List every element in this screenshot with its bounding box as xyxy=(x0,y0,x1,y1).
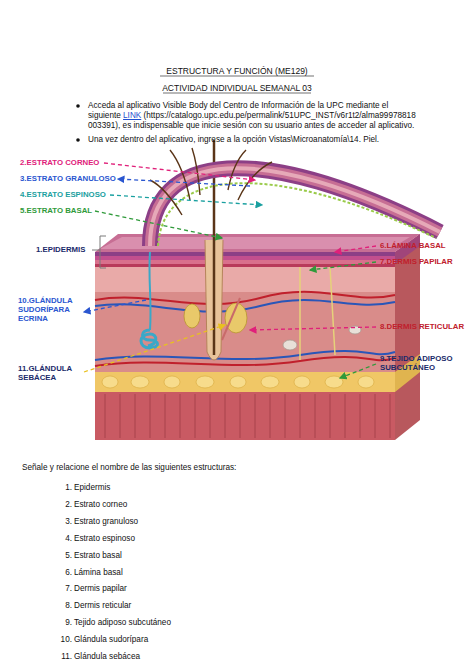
callout-label: 7.DERMIS PAPILAR xyxy=(380,257,474,266)
bracket xyxy=(100,236,106,268)
list-number: 11. xyxy=(50,652,72,662)
leader-line xyxy=(84,325,225,372)
leader-line xyxy=(84,300,146,312)
leader-line xyxy=(250,327,376,330)
callout-label: 4.ESTRATO ESPINOSO xyxy=(20,190,130,199)
stratum-spinosum xyxy=(95,260,395,264)
list-item: Lámina basal xyxy=(74,568,374,578)
sweat-duct xyxy=(149,252,150,330)
epidermis-flap xyxy=(150,168,440,246)
list-item: Estrato basal xyxy=(74,551,374,561)
muscle-layer xyxy=(95,392,395,440)
muscle-striation xyxy=(105,394,390,438)
callout-label: 5.ESTRATO BASAL xyxy=(20,206,130,215)
callout-label: 3.ESTRATO GRANULOSO xyxy=(20,174,130,183)
leader-line xyxy=(95,211,222,238)
bullet xyxy=(76,138,80,142)
list-number: 2. xyxy=(50,500,72,510)
list-item: Glándula sebácea xyxy=(74,652,374,662)
stratum-basale xyxy=(95,264,395,267)
list-number: 4. xyxy=(50,534,72,544)
hairs xyxy=(150,148,272,215)
leader-line xyxy=(340,364,376,378)
list-item: Estrato corneo xyxy=(74,500,374,510)
bullet xyxy=(76,104,80,108)
list-item: Dermis papilar xyxy=(74,584,374,594)
list-number: 8. xyxy=(50,601,72,611)
leader-line xyxy=(110,195,262,205)
list-number: 3. xyxy=(50,517,72,527)
callout-label: 1.EPIDERMIS xyxy=(36,245,96,254)
list-number: 5. xyxy=(50,551,72,561)
leader-line xyxy=(335,246,376,252)
sweat-gland-coil xyxy=(141,330,158,348)
list-item: Estrato granuloso xyxy=(74,517,374,527)
list-item: Tejido adiposo subcutáneo xyxy=(74,618,374,628)
link-text: LINK xyxy=(123,111,141,120)
page-title: ESTRUCTURA Y FUNCIÓN (ME129) xyxy=(80,66,394,76)
callout-label: 10.GLÁNDULA SUDORÍPARA ECRINA xyxy=(18,296,84,324)
instruction-text: , es indispensable que inicie sesión con… xyxy=(118,121,414,130)
fat-cells xyxy=(102,376,374,388)
list-item: Estrato espinoso xyxy=(74,534,374,544)
epidermis-flap xyxy=(150,168,440,246)
callout-label: 8.DERMIS RETICULAR xyxy=(380,322,474,331)
callout-label: 11.GLÁNDULA SEBÁCEA xyxy=(18,364,84,382)
list-item: Dermis reticular xyxy=(74,601,374,611)
papillary-dermis xyxy=(95,267,395,292)
list-item: Glándula sudorípara xyxy=(74,635,374,645)
artery xyxy=(95,292,395,304)
callout-label: 2.ESTRATO CORNEO xyxy=(20,158,130,167)
list-item: Epidermis xyxy=(74,483,374,493)
sebaceous-gland xyxy=(184,304,200,328)
instruction-text: Señale y relacione el nombre de las sigu… xyxy=(22,463,442,473)
leader-line xyxy=(310,262,376,270)
bracket xyxy=(92,250,100,251)
callout-label: 6.LÁMINA BASAL xyxy=(380,241,474,250)
callout-label: 9.TEJIDO ADIPOSO SUBCUTÁNEO xyxy=(380,354,474,372)
leader-line xyxy=(118,179,250,186)
arrector-pili xyxy=(222,298,240,340)
stratum-corneum xyxy=(95,252,395,256)
list-number: 6. xyxy=(50,568,72,578)
leader-line xyxy=(104,163,255,180)
subcutaneous-fat xyxy=(95,372,395,392)
list-number: 9. xyxy=(50,618,72,628)
list-number: 10. xyxy=(50,635,72,645)
instruction-text: Una vez dentro del aplicativo, ingrese a… xyxy=(88,135,418,145)
artery xyxy=(95,357,395,366)
corpuscle xyxy=(283,340,297,350)
nerve xyxy=(300,267,335,360)
epidermis-flap xyxy=(150,168,440,246)
page-subtitle: ACTIVIDAD INDIVIDUAL SEMANAL 03 xyxy=(80,83,394,93)
reticular-dermis xyxy=(95,292,395,372)
stratum-granulosum xyxy=(95,256,395,260)
list-number: 7. xyxy=(50,584,72,594)
vein xyxy=(95,351,395,360)
list-number: 1. xyxy=(50,483,72,493)
bullet-paragraph: Acceda al aplicativo Visible Body del Ce… xyxy=(88,101,418,131)
